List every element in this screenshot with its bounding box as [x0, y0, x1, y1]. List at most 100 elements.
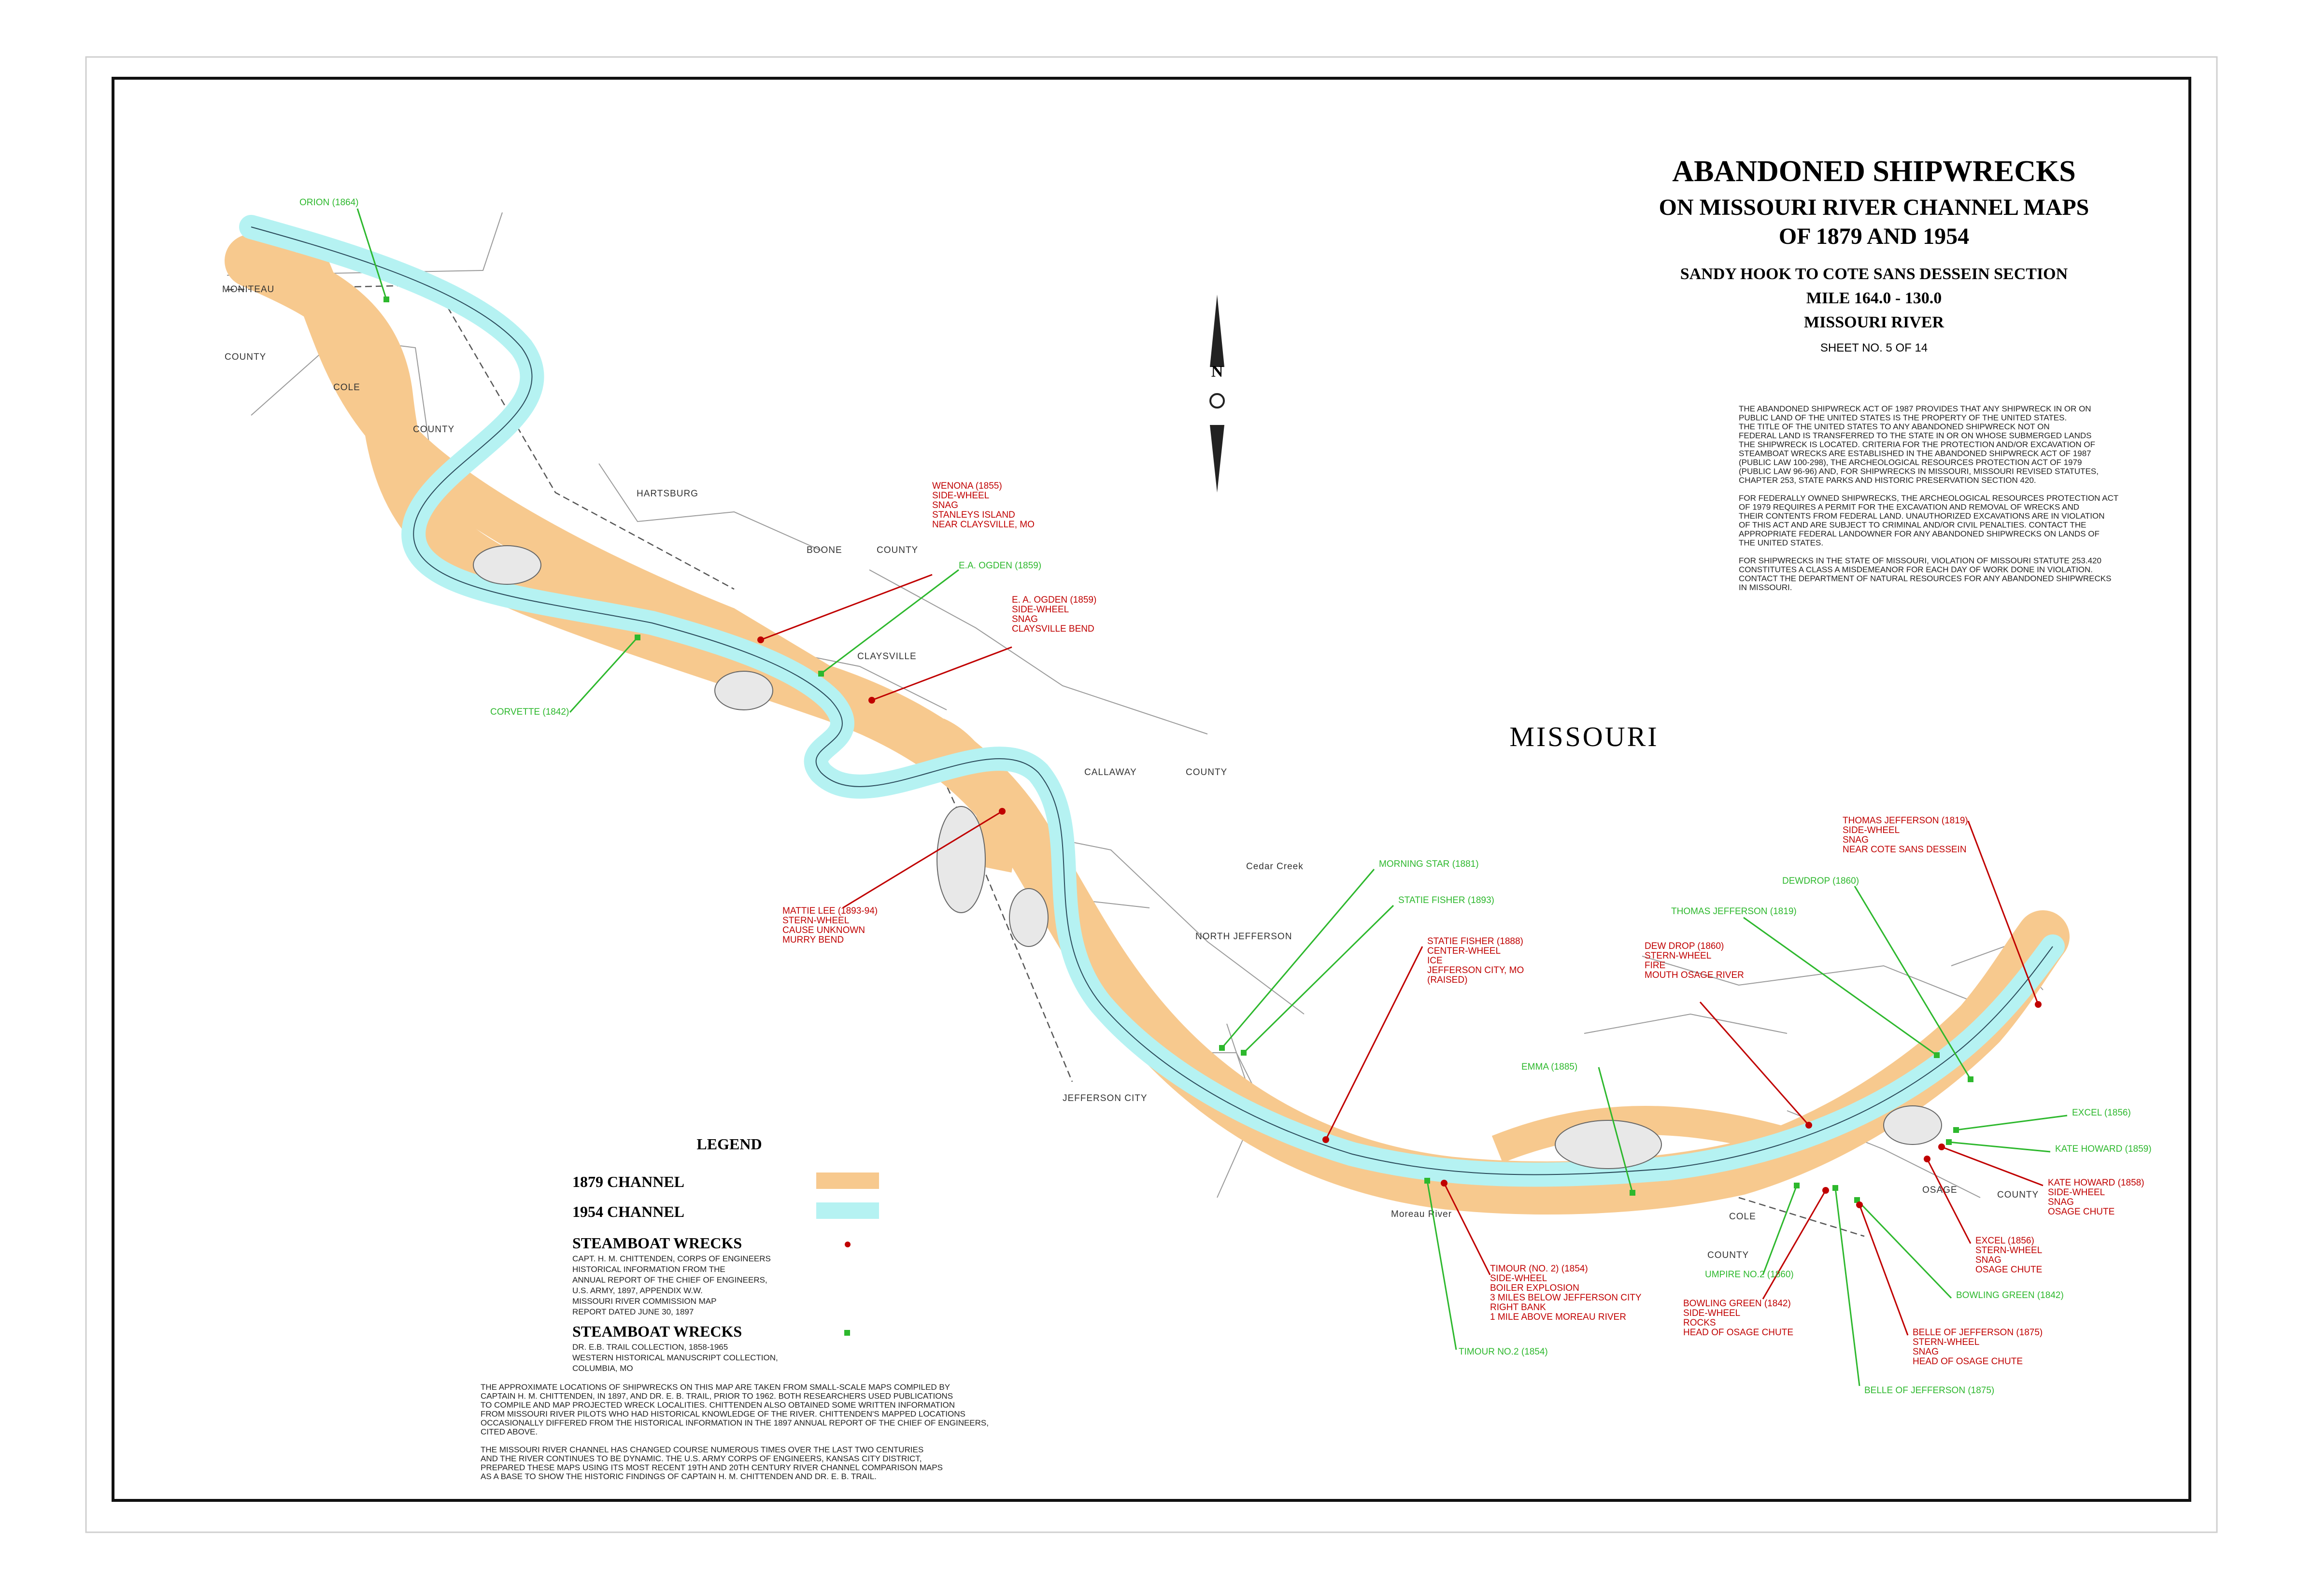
- wreck-label-excel-g: EXCEL (1856): [2072, 1108, 2131, 1118]
- wreck-callouts: ORION (1864)WENONA (1855)SIDE-WHEELSNAGS…: [299, 198, 2152, 1396]
- wreck-label-ea-ogden-r: SIDE-WHEEL: [1012, 605, 1069, 615]
- channel-1879-upper: [1491, 1106, 1816, 1163]
- leader-line-orion: [356, 208, 387, 300]
- legend-green-line: DR. E.B. TRAIL COLLECTION, 1858-1965: [572, 1342, 728, 1352]
- leader-line-emma: [1598, 1067, 1633, 1193]
- wreck-label-timour-r: 1 MILE ABOVE MOREAU RIVER: [1490, 1312, 1626, 1322]
- wreck-label-excel-r: SNAG: [1975, 1255, 2001, 1265]
- wreck-label-thomas-jefferson-r: THOMAS JEFFERSON (1819): [1843, 816, 1968, 826]
- bottom-note-line: AND THE RIVER CONTINUES TO BE DYNAMIC. T…: [481, 1454, 922, 1463]
- act-note-line: CONSTITUTES A CLASS A MISDEMEANOR FOR EA…: [1739, 565, 2093, 574]
- wreck-label-umpire: UMPIRE NO.2 (1860): [1705, 1270, 1794, 1280]
- wreck-label-statie-fisher-r: JEFFERSON CITY, MO: [1427, 965, 1524, 975]
- wreck-label-excel-r: STERN-WHEEL: [1975, 1245, 2042, 1256]
- wreck-marker-belle-r[interactable]: [1856, 1201, 1863, 1208]
- wreck-label-bowling-green-r: SIDE-WHEEL: [1683, 1308, 1740, 1318]
- leader-line-wenona: [760, 574, 933, 641]
- wreck-marker-thomas-jefferson-r[interactable]: [2035, 1001, 2042, 1008]
- wreck-label-dew-drop-r: STERN-WHEEL: [1645, 951, 1711, 961]
- wreck-marker-timour-g[interactable]: [1424, 1178, 1430, 1184]
- place-label-cole2: COLE: [1729, 1212, 1756, 1222]
- act-note-line: (PUBLIC LAW 100-298), THE ARCHEOLOGICAL …: [1739, 458, 2082, 467]
- wreck-marker-mattie-lee[interactable]: [999, 808, 1006, 815]
- channel-1879-bend: [929, 719, 1014, 873]
- place-label-moreau: Moreau River: [1391, 1209, 1452, 1219]
- place-label-cole: COLE: [333, 382, 360, 393]
- wreck-marker-bowling-green-r[interactable]: [1822, 1187, 1829, 1194]
- bottom-note-line: FROM MISSOURI RIVER PILOTS WHO HAD HISTO…: [481, 1410, 965, 1419]
- legend-green-line: COLUMBIA, MO: [572, 1364, 633, 1373]
- wreck-label-thomas-jefferson-r: SNAG: [1843, 835, 1869, 845]
- place-label-osage: OSAGE: [1922, 1185, 1958, 1195]
- wreck-label-belle-r: BELLE OF JEFFERSON (1875): [1913, 1328, 2043, 1338]
- wreck-label-mattie-lee: STERN-WHEEL: [782, 916, 849, 926]
- act-note-line: FEDERAL LAND IS TRANSFERRED TO THE STATE…: [1739, 431, 2092, 440]
- wreck-marker-orion[interactable]: [383, 297, 389, 302]
- wreck-label-wenona: NEAR CLAYSVILLE, MO: [932, 520, 1035, 530]
- act-note-line: OF 1979 REQUIRES A PERMIT FOR THE EXCAVA…: [1739, 503, 2079, 512]
- wreck-marker-kate-howard-r[interactable]: [1938, 1144, 1945, 1150]
- act-note-line: THE SHIPWRECK IS LOCATED. CRITERIA FOR T…: [1739, 440, 2095, 449]
- place-label-claysville: CLAYSVILLE: [857, 651, 917, 662]
- wreck-label-dew-drop-r: DEW DROP (1860): [1645, 941, 1724, 951]
- leader-line-morning-star: [1221, 869, 1375, 1048]
- bottom-note-line: CITED ABOVE.: [481, 1427, 538, 1437]
- wreck-marker-ea-ogden-r[interactable]: [868, 697, 875, 704]
- place-label-callaway-county: COUNTY: [1186, 767, 1227, 777]
- wreck-marker-kate-howard-g[interactable]: [1946, 1139, 1952, 1145]
- act-note-line: OF THIS ACT AND ARE SUBJECT TO CRIMINAL …: [1739, 521, 2086, 530]
- wreck-marker-morning-star[interactable]: [1219, 1045, 1225, 1051]
- wreck-label-kate-howard-g: KATE HOWARD (1859): [2055, 1144, 2152, 1154]
- leader-line-timour-r: [1443, 1183, 1491, 1275]
- place-label-north-jefferson: NORTH JEFFERSON: [1195, 932, 1292, 942]
- wreck-marker-excel-r[interactable]: [1924, 1156, 1930, 1162]
- wreck-marker-excel-g[interactable]: [1953, 1127, 1959, 1133]
- wreck-marker-wenona[interactable]: [757, 636, 764, 643]
- act-note-line: PUBLIC LAND OF THE UNITED STATES IS THE …: [1739, 413, 2067, 423]
- act-note-line: IN MISSOURI.: [1739, 583, 1792, 592]
- wreck-marker-bowling-green-g[interactable]: [1854, 1197, 1860, 1203]
- legend-green-heading: STEAMBOAT WRECKS: [572, 1323, 742, 1340]
- wreck-marker-statie-fisher-g[interactable]: [1241, 1050, 1247, 1056]
- wreck-label-kate-howard-r: SNAG: [2048, 1197, 2074, 1207]
- legend-red-line: MISSOURI RIVER COMMISSION MAP: [572, 1297, 716, 1306]
- legend-red-line: REPORT DATED JUNE 30, 1897: [572, 1307, 694, 1316]
- wreck-marker-thomas-jefferson-g[interactable]: [1934, 1052, 1940, 1058]
- wreck-marker-dewdrop-g[interactable]: [1968, 1076, 1973, 1082]
- act-notes: THE ABANDONED SHIPWRECK ACT OF 1987 PROV…: [1739, 404, 2118, 592]
- wreck-marker-umpire[interactable]: [1794, 1183, 1800, 1188]
- place-label-county2: COUNTY: [1707, 1250, 1749, 1260]
- wreck-label-bowling-green-r: ROCKS: [1683, 1318, 1716, 1328]
- act-note-line: THEIR CONTENTS FROM FEDERAL LAND. UNAUTH…: [1739, 511, 2105, 521]
- sandbars: [473, 545, 1942, 1169]
- leader-line-kate-howard-g: [1948, 1141, 2051, 1153]
- wreck-marker-dew-drop-r[interactable]: [1805, 1122, 1812, 1129]
- legend-1879-label: 1879 CHANNEL: [572, 1173, 684, 1190]
- wreck-label-wenona: SIDE-WHEEL: [932, 491, 989, 501]
- leader-line-corvette: [569, 636, 639, 713]
- county-lines: [227, 284, 1865, 1237]
- leader-line-statie-fisher-g: [1243, 904, 1394, 1054]
- leader-line-thomas-jefferson-g: [1743, 917, 1937, 1056]
- wreck-marker-corvette[interactable]: [635, 635, 640, 640]
- wreck-marker-emma[interactable]: [1630, 1190, 1635, 1196]
- wreck-label-wenona: WENONA (1855): [932, 481, 1002, 491]
- legend: LEGEND 1879 CHANNEL 1954 CHANNEL STEAMBO…: [572, 1135, 879, 1373]
- bottom-note-line: TO COMPILE AND MAP PROJECTED WRECK LOCAL…: [481, 1400, 955, 1410]
- wreck-label-kate-howard-r: SIDE-WHEEL: [2048, 1187, 2105, 1198]
- bottom-note-line: PREPARED THESE MAPS USING ITS MOST RECEN…: [481, 1463, 943, 1472]
- act-note-line: FOR SHIPWRECKS IN THE STATE OF MISSOURI,…: [1739, 556, 2101, 565]
- wreck-marker-belle-g[interactable]: [1832, 1185, 1838, 1191]
- wreck-label-timour-r: 3 MILES BELOW JEFFERSON CITY: [1490, 1293, 1642, 1303]
- bottom-note-line: THE MISSOURI RIVER CHANNEL HAS CHANGED C…: [481, 1445, 923, 1455]
- outer-frame: [85, 56, 2218, 1533]
- leader-line-bowling-green-g: [1856, 1199, 1952, 1299]
- wreck-marker-ea-ogden-g[interactable]: [818, 671, 824, 677]
- section-label: SANDY HOOK TO COTE SANS DESSEIN SECTION: [1680, 265, 2068, 283]
- wreck-label-corvette: CORVETTE (1842): [490, 707, 569, 717]
- wreck-marker-statie-fisher-r[interactable]: [1322, 1136, 1329, 1143]
- wreck-label-thomas-jefferson-r: SIDE-WHEEL: [1843, 825, 1900, 835]
- wreck-marker-timour-r[interactable]: [1441, 1180, 1448, 1186]
- leader-line-statie-fisher-r: [1325, 946, 1423, 1140]
